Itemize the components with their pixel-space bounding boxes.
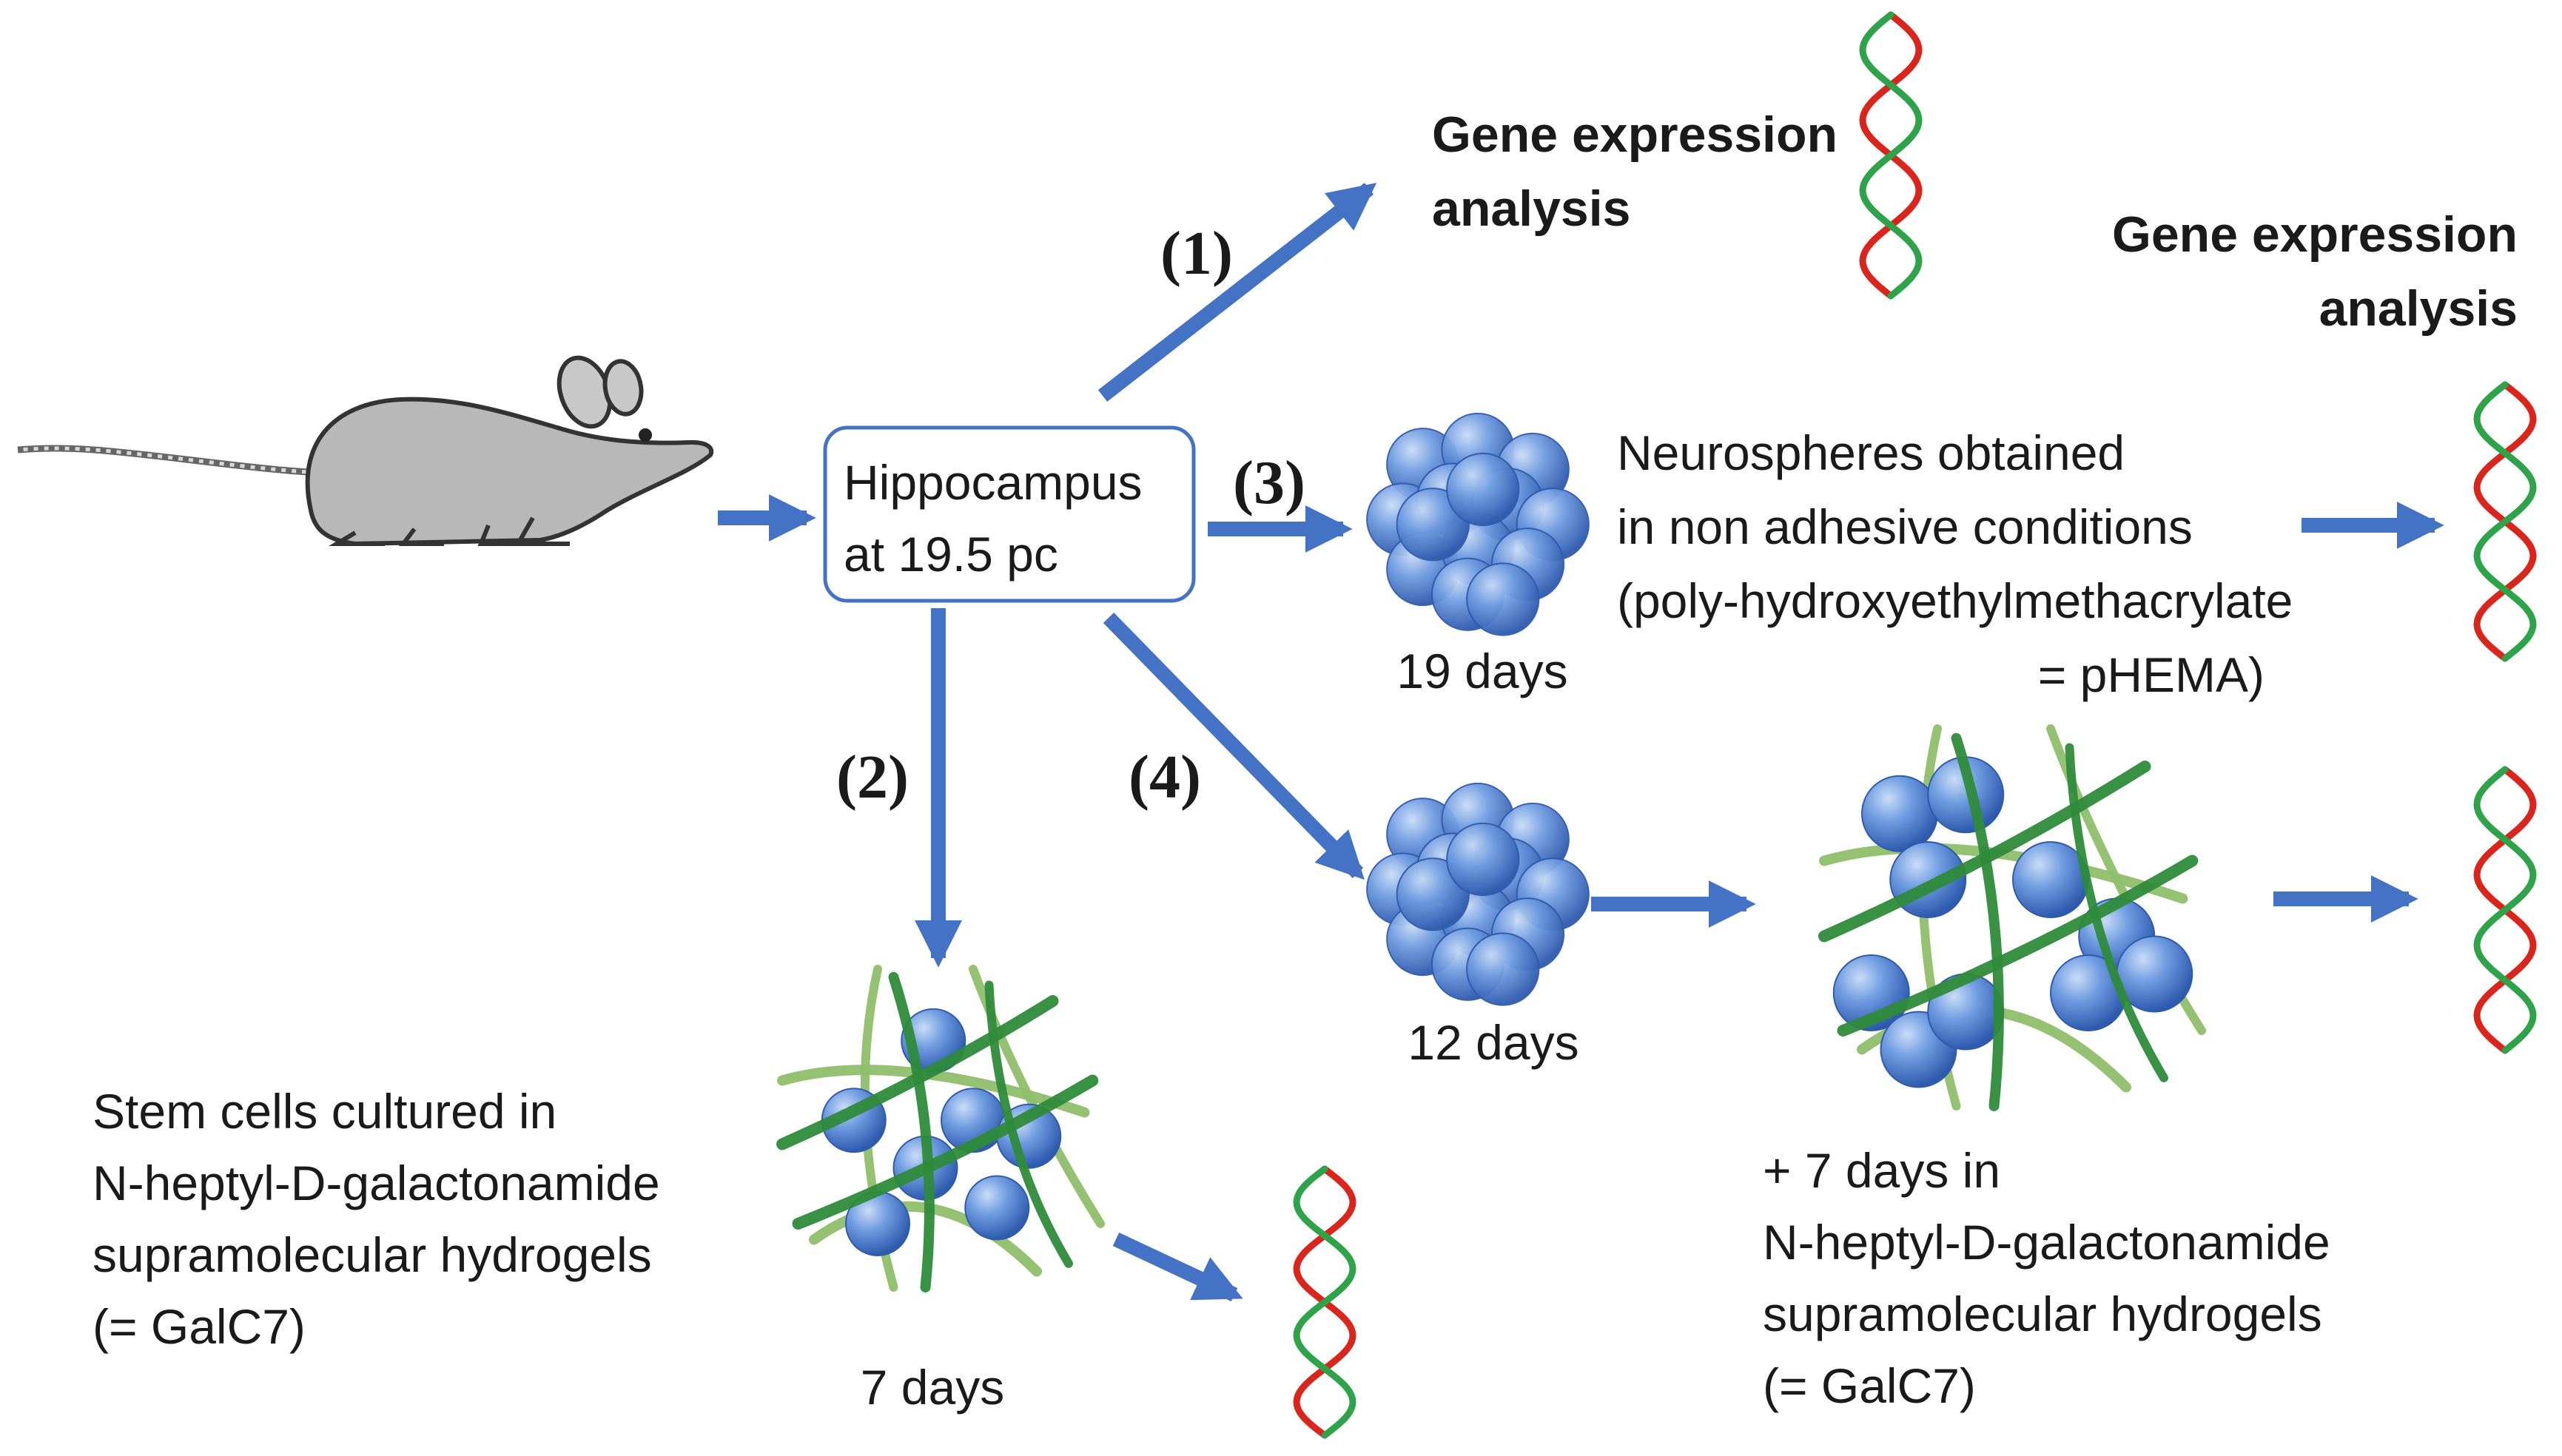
neurospheres-line4: = pHEMA) (2038, 647, 2265, 702)
dna-icon-bottom (1293, 1165, 1356, 1439)
plus7-line3: supramolecular hydrogels (1763, 1287, 2322, 1341)
neurosphere-icon-12-days (1366, 782, 1590, 1006)
stem-cells-line1: Stem cells cultured in (93, 1084, 557, 1139)
arrow-stemcells-to-dna (1112, 1232, 1243, 1302)
hydrogel-icon-stem-cells (776, 965, 1105, 1292)
dna-icon-top (1859, 11, 1923, 300)
step-label-3: (3) (1233, 448, 1305, 517)
neurospheres-line1: Neurospheres obtained (1617, 425, 2125, 480)
plus7-line4: (= GalC7) (1763, 1358, 1976, 1413)
duration-19-days: 19 days (1396, 644, 1567, 698)
hippocampus-line1: Hippocampus (844, 455, 1143, 510)
duration-12-days: 12 days (1408, 1015, 1578, 1070)
gene-expression-right-line2: analysis (2319, 280, 2518, 337)
duration-7-days: 7 days (861, 1360, 1004, 1415)
neurosphere-icon-19-days (1366, 412, 1590, 636)
hydrogel-icon-neurosphere (1818, 724, 2206, 1111)
plus7-line2: N-heptyl-D-galactonamide (1763, 1215, 2330, 1270)
gene-expression-right-line1: Gene expression (2112, 206, 2518, 263)
gene-expression-top-line2: analysis (1432, 181, 1630, 237)
dna-icon-right-bottom (2473, 766, 2537, 1054)
plus7-line1: + 7 days in (1763, 1143, 2000, 1198)
stem-cells-line3: supramolecular hydrogels (93, 1227, 652, 1282)
mouse-icon (17, 355, 714, 547)
neurospheres-line2: in non adhesive conditions (1617, 499, 2193, 554)
arrow-step4 (1103, 613, 1365, 880)
gene-expression-top-line1: Gene expression (1432, 107, 1838, 163)
arrows (718, 183, 2444, 1302)
step-label-4: (4) (1129, 743, 1201, 812)
hippocampus-box: Hippocampus at 19.5 pc (823, 425, 1196, 603)
stem-cells-line2: N-heptyl-D-galactonamide (93, 1156, 660, 1210)
neurospheres-line3: (poly-hydroxyethylmethacrylate (1617, 573, 2293, 628)
step-label-2: (2) (836, 743, 909, 812)
dna-icon-right-top (2473, 381, 2537, 662)
step-label-1: (1) (1160, 219, 1233, 288)
arrow-step1 (1097, 183, 1377, 402)
hippocampus-line2: at 19.5 pc (844, 527, 1058, 582)
stem-cells-line4: (= GalC7) (93, 1299, 306, 1354)
